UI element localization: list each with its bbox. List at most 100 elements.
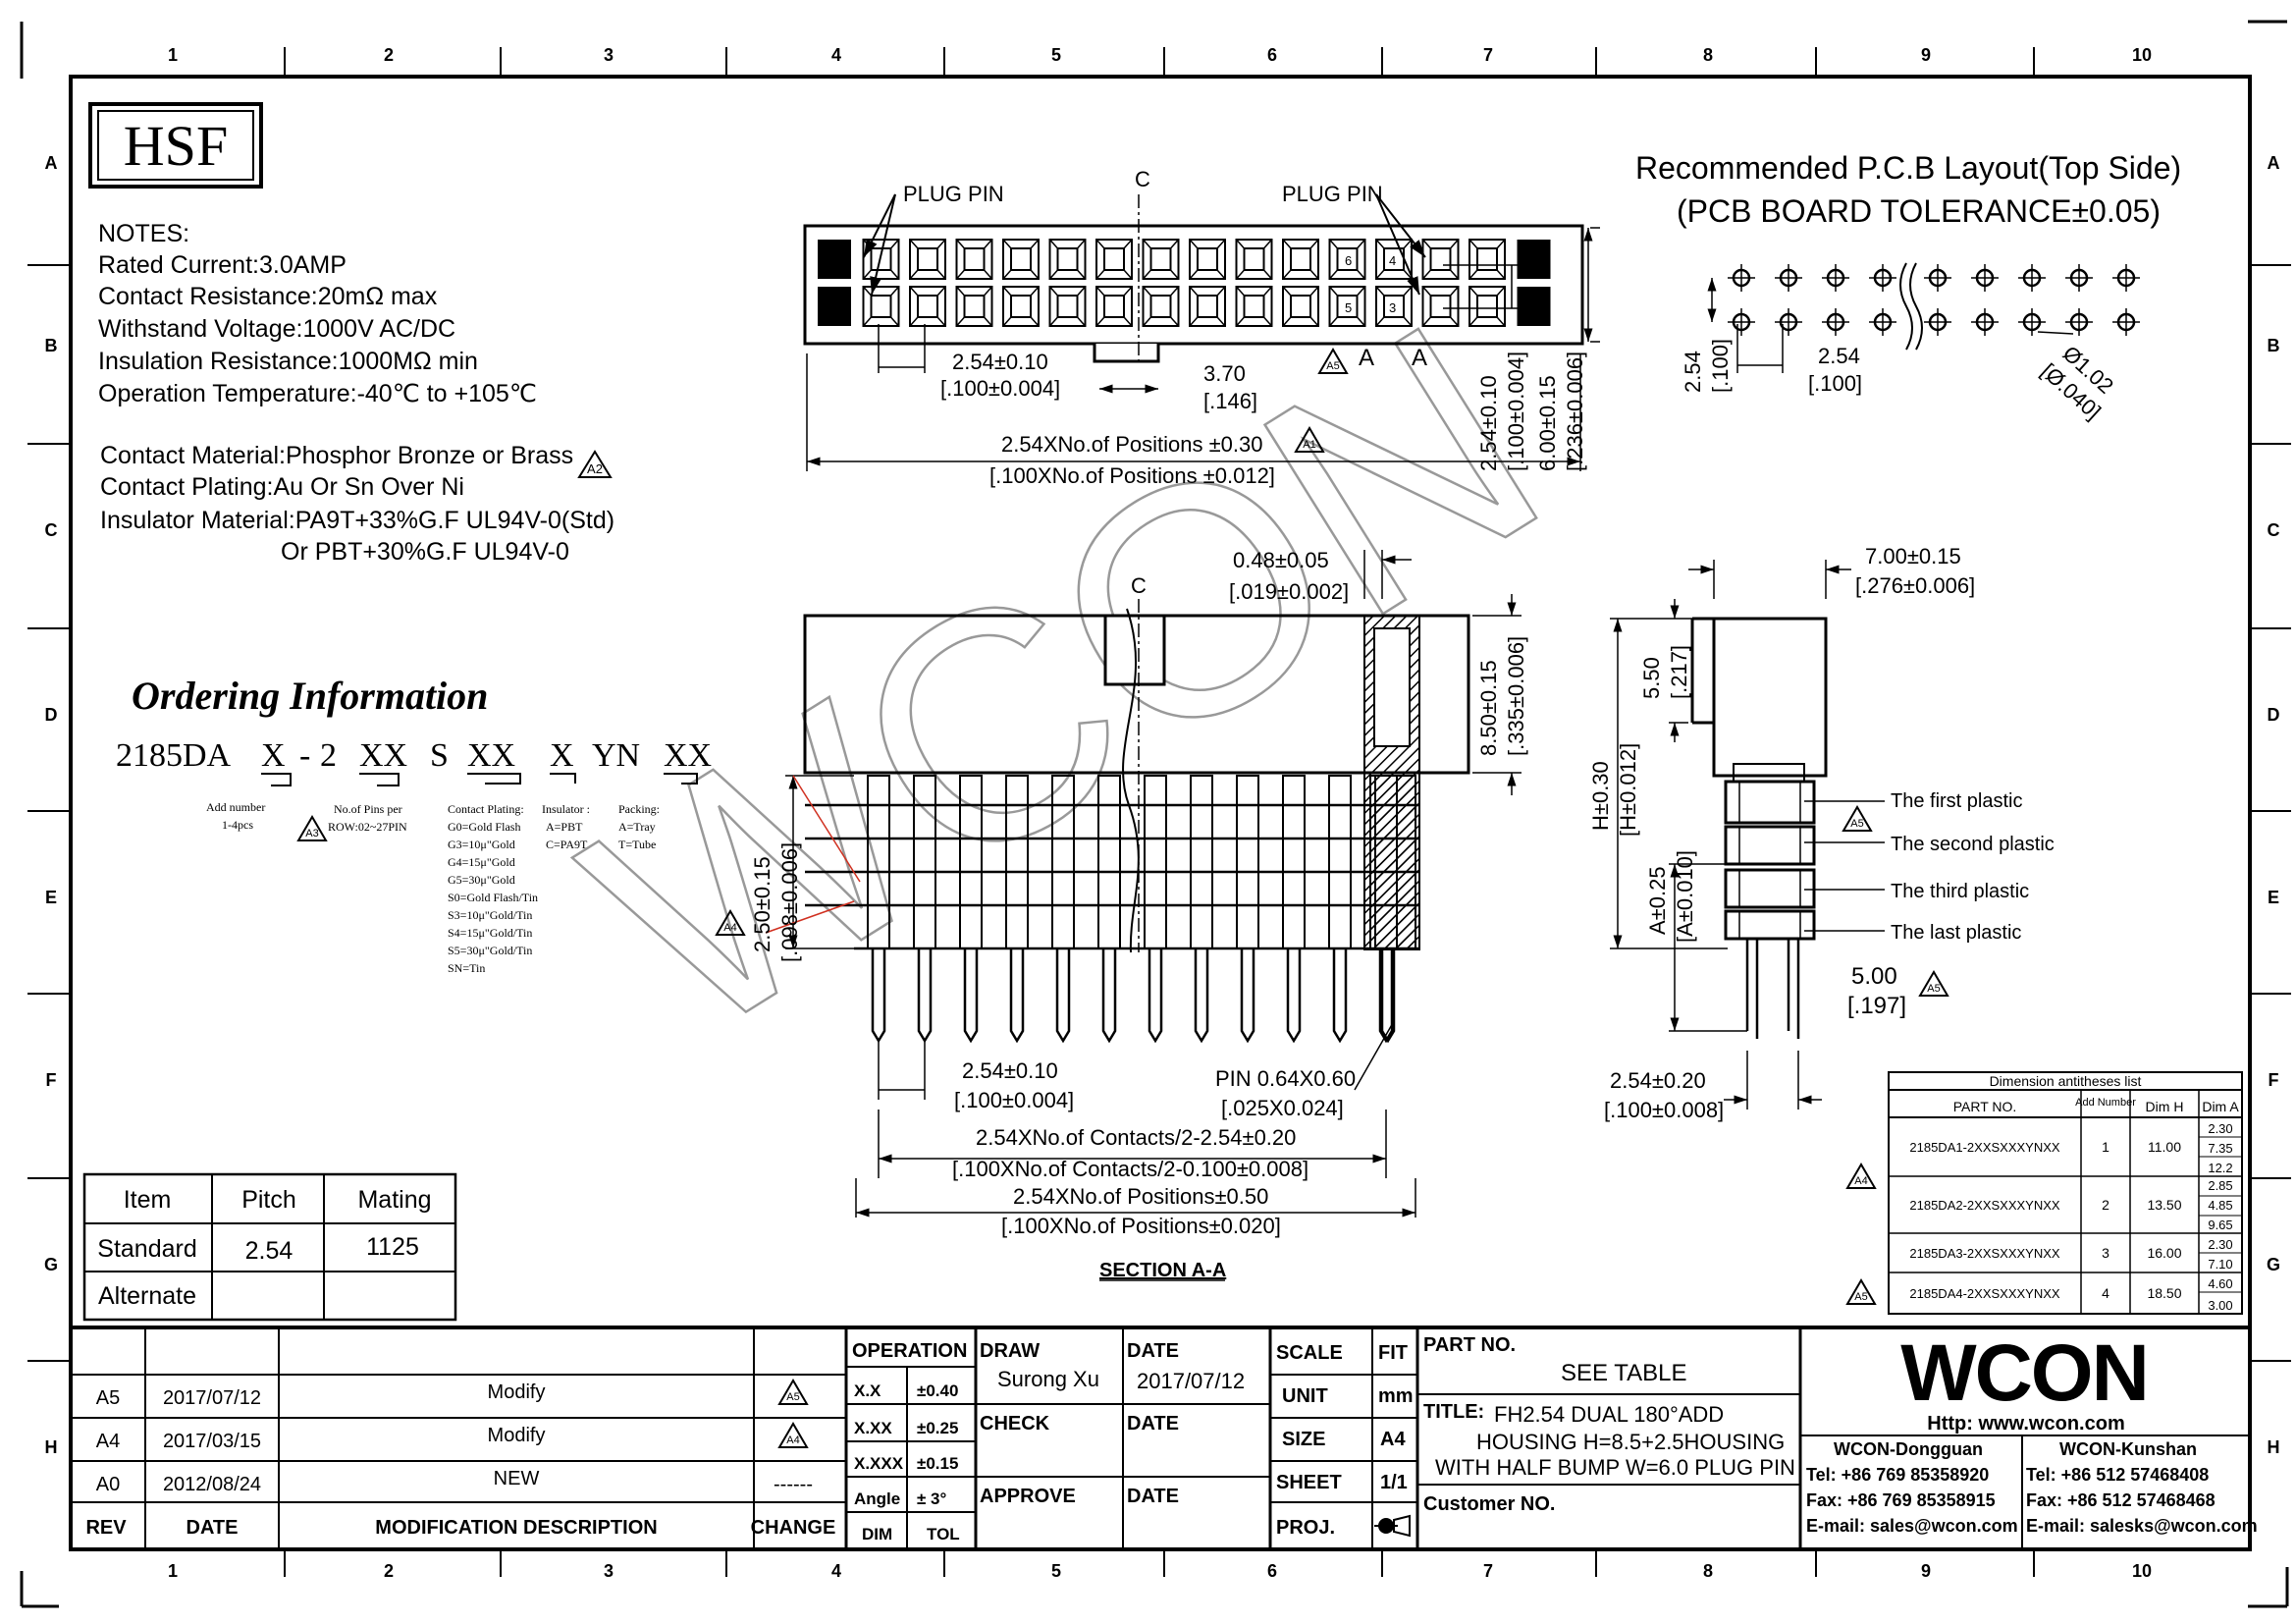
plug-pin-label: PLUG PIN	[1282, 182, 1383, 206]
rev-header: REV	[85, 1517, 127, 1539]
side-plastic-stack	[1724, 780, 1816, 941]
office-name: WCON-Kunshan	[2059, 1439, 2197, 1459]
pin-cavity	[1048, 286, 1087, 327]
row-label: F	[2269, 1070, 2279, 1090]
pin-cavity	[1282, 239, 1319, 280]
pins-range: ROW:02~27PIN	[328, 820, 407, 834]
contact-tail	[1378, 948, 1394, 1044]
pin-cavity	[1328, 286, 1366, 327]
dim-width: 6.00±0.15	[1535, 375, 1560, 471]
pin-square	[1429, 295, 1452, 318]
contact-tail	[1148, 948, 1163, 1044]
title-line: WITH HALF BUMP W=6.0 PLUG PIN	[1435, 1455, 1795, 1480]
pcb-dim-v: 2.54	[1681, 351, 1705, 393]
dim-contacts-inch: [.100XNo.of Contacts/2-0.100±0.008]	[952, 1157, 1308, 1181]
dim-table-part: 2185DA3-2XXSXXXYNXX	[1909, 1246, 2060, 1261]
column-label: 10	[2132, 1561, 2152, 1581]
row-label: B	[2268, 336, 2280, 355]
pin-square	[870, 247, 892, 271]
dim-table-add: 2	[2102, 1197, 2109, 1213]
plating-option: G5=30μ"Gold	[448, 873, 515, 887]
pitch-header: Mating	[357, 1186, 431, 1214]
revision-code: A0	[96, 1474, 120, 1495]
pin-square	[1290, 247, 1311, 271]
order-code-part: YN	[592, 737, 640, 774]
projection-symbol-icon	[1374, 1514, 1411, 1538]
plating-heading: Contact Plating:	[448, 802, 524, 816]
row-label: G	[44, 1255, 58, 1274]
office-name: WCON-Dongguan	[1834, 1439, 1983, 1459]
top-view: PLUG PIN PLUG PIN C 6 4 5 3 2.54±0.10 [.…	[803, 167, 1600, 488]
dim-pitch: 2.54±0.10	[952, 350, 1048, 374]
pcb-dim-v-inch: [.100]	[1708, 339, 1733, 393]
side-dim-h-inch: [H±0.012]	[1616, 743, 1640, 837]
contact-tail	[1194, 948, 1209, 1044]
tol-val: ±0.40	[917, 1381, 958, 1400]
plastic-layer	[1724, 825, 1816, 866]
rev-mark: A4	[723, 922, 736, 934]
side-dim-top-inch: [.217]	[1667, 645, 1691, 699]
revision-date: 2017/03/15	[163, 1431, 261, 1452]
pin-square	[917, 247, 938, 271]
pin-cavity	[955, 239, 993, 280]
dim-pin-size-inch: [.025X0.024]	[1221, 1096, 1344, 1120]
column-label: 8	[1703, 45, 1713, 65]
pin-cavity	[1048, 239, 1087, 280]
add-number-range: 1-4pcs	[222, 818, 253, 832]
draw-date: 2017/07/12	[1137, 1369, 1245, 1393]
dim-overall-inch: [.100XNo.of Positions ±0.012]	[989, 463, 1275, 488]
column-label: 7	[1483, 1561, 1493, 1581]
side-dim-tail: 5.00	[1851, 963, 1897, 990]
size-label: SIZE	[1282, 1429, 1325, 1450]
row-label: D	[45, 705, 58, 725]
plating-option: S4=15μ"Gold/Tin	[448, 926, 532, 940]
dim-table-title: Dimension antitheses list	[1990, 1073, 2142, 1089]
dim-table-header: Add Number	[2075, 1097, 2136, 1109]
pin-number: 3	[1389, 300, 1396, 315]
side-view: 7.00±0.15 [.276±0.006] 5.50 [.217] H±0.3…	[1588, 544, 2055, 1122]
pin-square	[1103, 247, 1125, 271]
row-label: C	[45, 520, 58, 540]
row-label: G	[2267, 1255, 2280, 1274]
pin-cavity	[1328, 239, 1366, 280]
plug-pin-square	[818, 287, 851, 326]
side-dim-h: H±0.30	[1588, 761, 1613, 831]
plating-option: S3=10μ"Gold/Tin	[448, 908, 532, 922]
dim-width-inch: [.236±0.006]	[1563, 352, 1587, 471]
dim-row: 2.54±0.10	[1476, 375, 1501, 471]
pcb-hole-grid	[1728, 264, 2140, 336]
pcb-tolerance: (PCB BOARD TOLERANCE±0.05)	[1677, 193, 2161, 229]
pitch-cell: 2.54	[245, 1237, 294, 1265]
row-label: D	[2268, 705, 2280, 725]
side-dim-width-inch: [.276±0.006]	[1855, 573, 1975, 598]
rev-mark: A4	[1854, 1175, 1867, 1187]
plug-pin-square	[1517, 240, 1551, 279]
dim-table-part: 2185DA2-2XXSXXXYNXX	[1909, 1198, 2060, 1213]
pcb-layout: Recommended P.C.B Layout(Top Side) (PCB …	[1635, 150, 2181, 424]
pin-cavity	[1189, 239, 1226, 280]
plastic-label: The first plastic	[1891, 790, 2022, 812]
rev-mark: A5	[1927, 983, 1940, 995]
scale-value: FIT	[1378, 1342, 1408, 1364]
side-dim-tail-inch: [.197]	[1847, 993, 1906, 1019]
revision-description: Modify	[488, 1425, 546, 1446]
row-label: C	[2268, 520, 2280, 540]
pin-square	[963, 247, 986, 271]
column-label: 7	[1483, 45, 1493, 65]
dim-table-dim-a: 2.85	[2208, 1178, 2232, 1193]
dim-table-dim-a: 9.65	[2208, 1218, 2232, 1232]
tol-val: ± 3°	[917, 1489, 947, 1508]
tol-val: ±0.25	[917, 1419, 958, 1437]
pin-square	[1056, 247, 1079, 271]
pin-cavity	[1468, 239, 1506, 280]
pin-square	[917, 295, 938, 318]
dim-table-dim-h: 18.50	[2147, 1285, 2181, 1301]
plating-option: G3=10μ"Gold	[448, 838, 515, 851]
pitch-cell: Standard	[97, 1235, 196, 1263]
sheet-value: 1/1	[1380, 1472, 1408, 1493]
dim-table-add: 3	[2102, 1245, 2109, 1261]
revision-code: A5	[96, 1387, 120, 1409]
pcb-dim-h-inch: [.100]	[1808, 371, 1862, 396]
column-label: 1	[168, 1561, 178, 1581]
